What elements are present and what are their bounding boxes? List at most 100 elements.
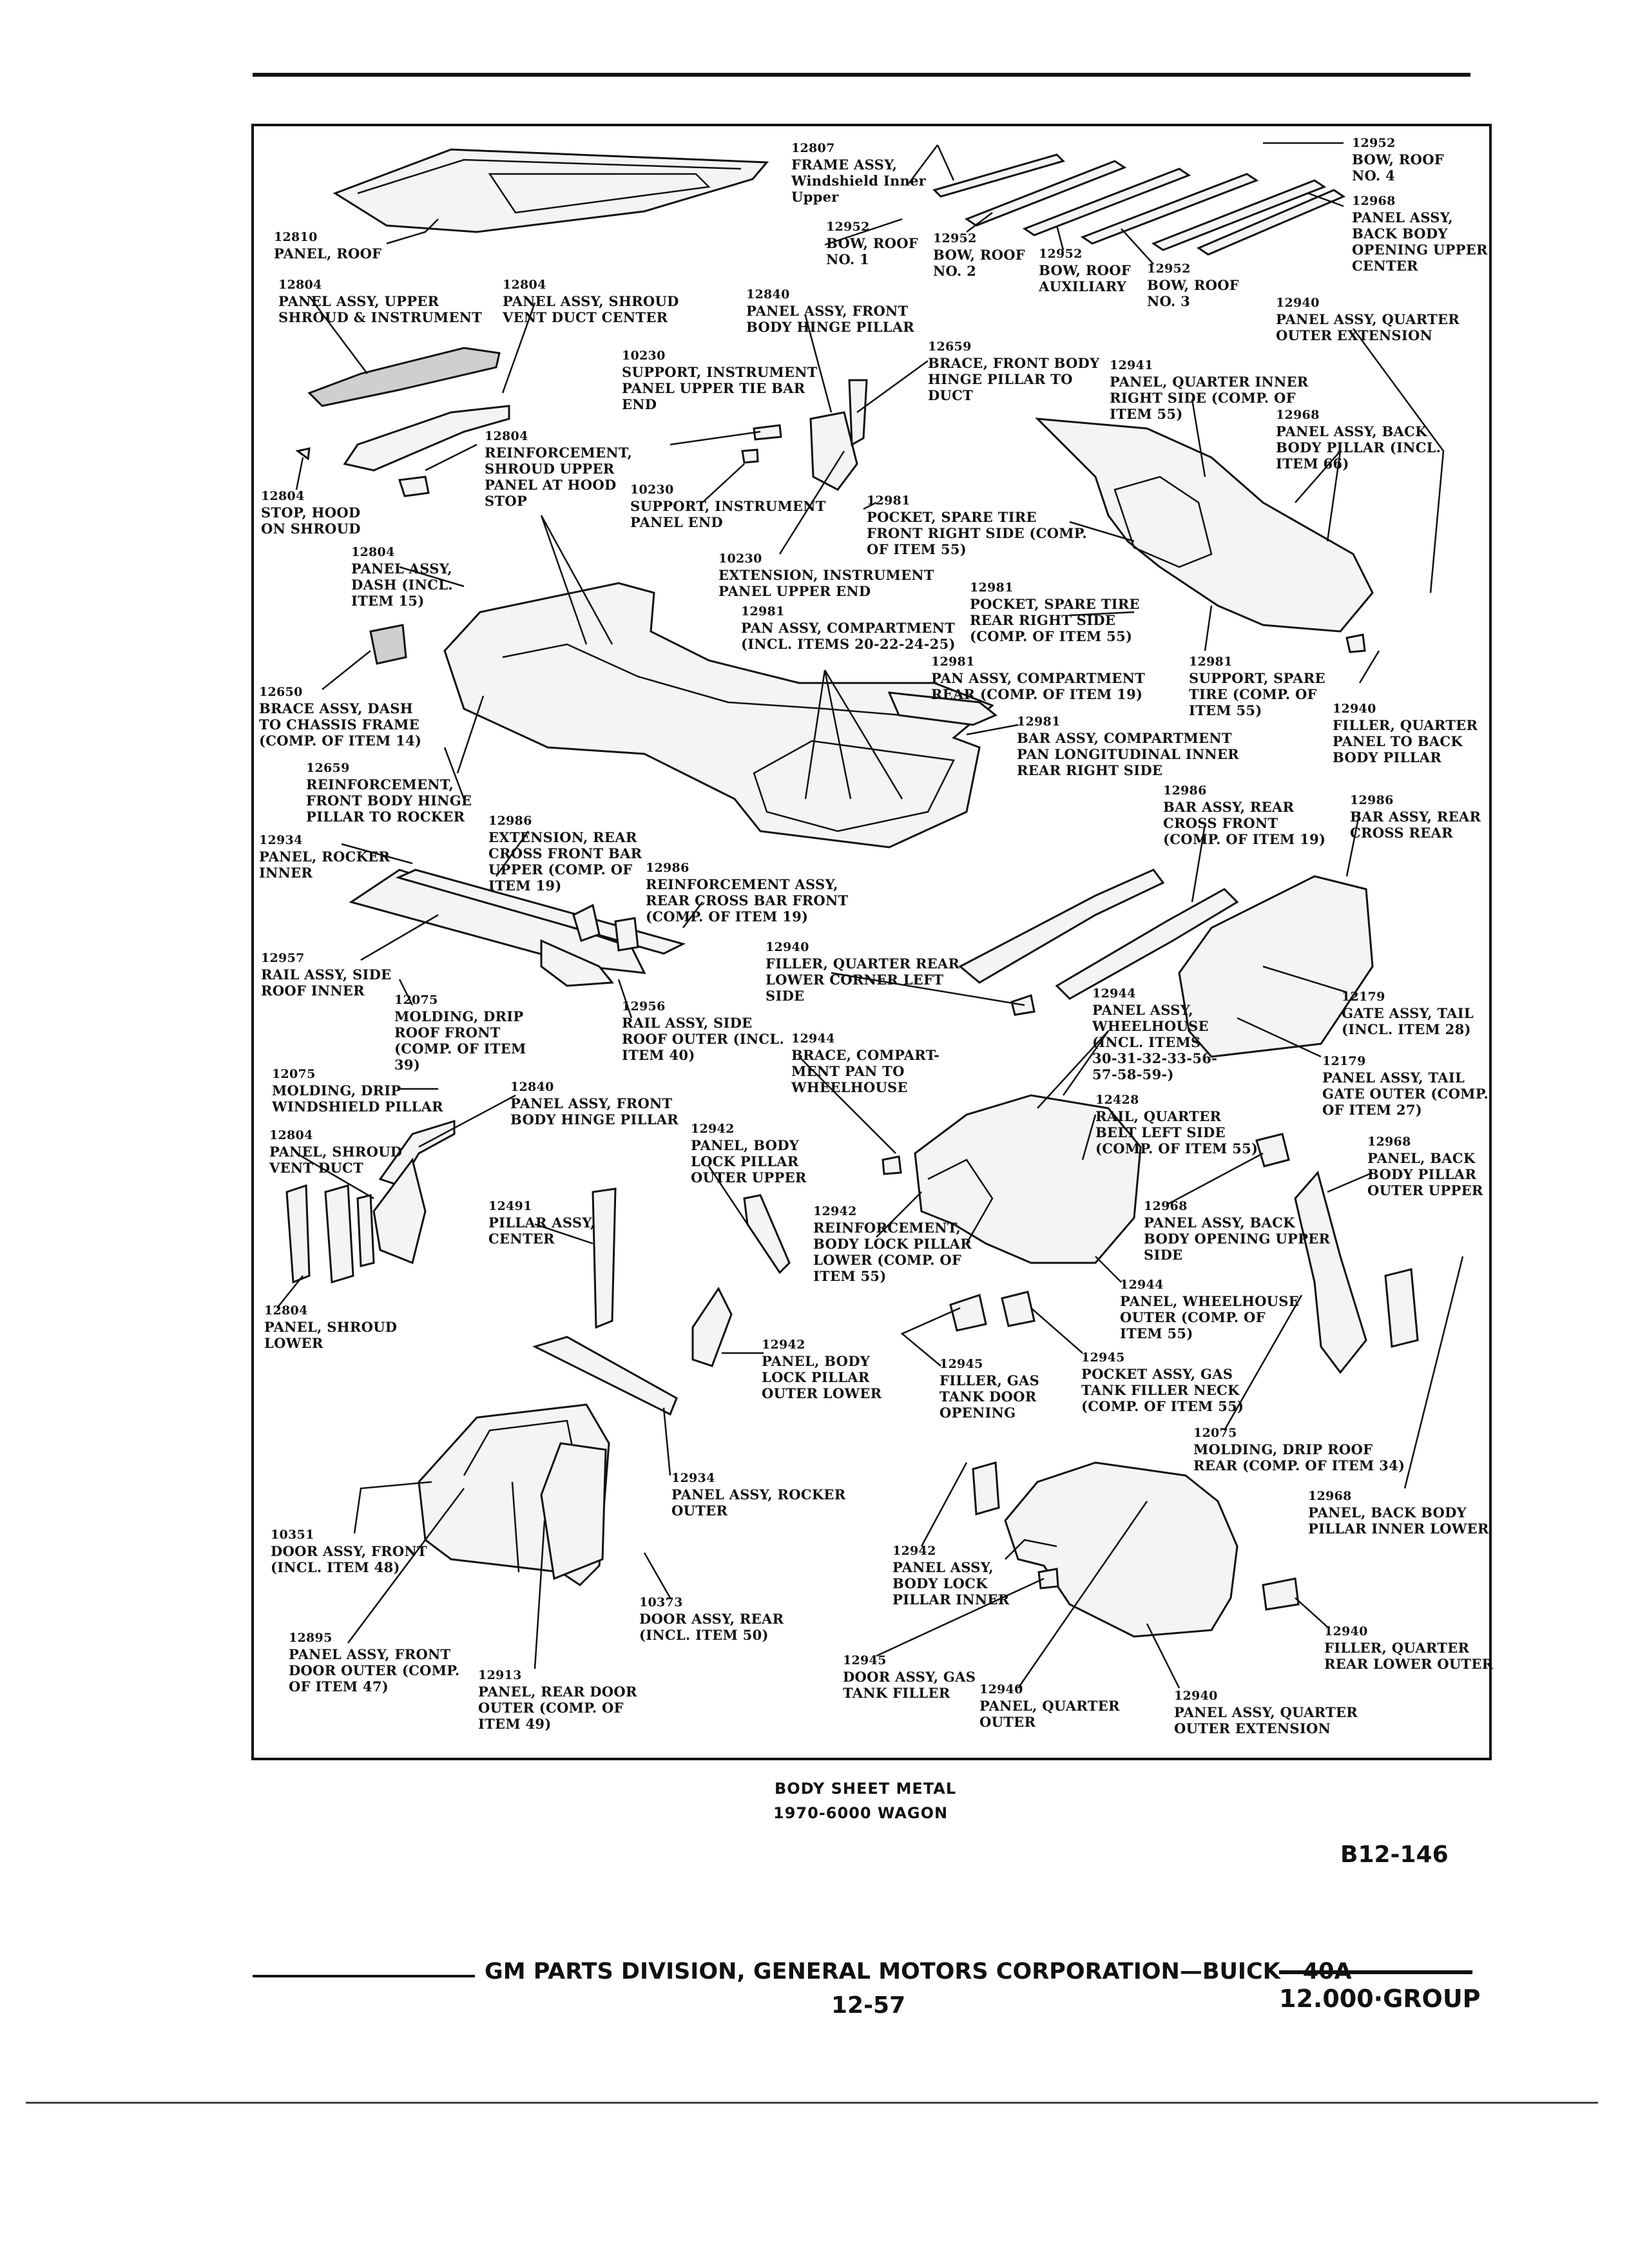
part-number: 12941 — [1110, 358, 1153, 372]
part-description: FILLER, QUARTER REAR LOWER OUTER — [1324, 1640, 1494, 1672]
part-description: RAIL ASSY, SIDE ROOF OUTER (INCL. ITEM 4… — [622, 1015, 785, 1063]
part-number: 10230 — [718, 552, 762, 566]
part-description: GATE ASSY, TAIL (INCL. ITEM 28) — [1342, 1005, 1474, 1037]
part-description: PANEL ASSY, QUARTER OUTER EXTENSION — [1174, 1704, 1358, 1736]
part-description: DOOR ASSY, GAS TANK FILLER — [843, 1669, 976, 1701]
part-description: BAR ASSY, REAR CROSS REAR — [1350, 809, 1481, 841]
roof-panel-drawing — [333, 148, 769, 233]
part-description: SUPPORT, INSTRUMENT PANEL UPPER TIE BAR … — [622, 364, 818, 412]
part-description: REINFORCEMENT, SHROUD UPPER PANEL AT HOO… — [485, 445, 633, 509]
part-number: 12428 — [1095, 1093, 1139, 1107]
part-number: 12804 — [278, 278, 322, 292]
part-description: BOW, ROOF NO. 4 — [1352, 151, 1445, 184]
diagram-frame — [251, 124, 1492, 1760]
part-number: 12952 — [933, 231, 977, 245]
part-description: PANEL, WHEELHOUSE OUTER (COMP. OF ITEM 5… — [1120, 1293, 1300, 1341]
part-number: 12944 — [791, 1032, 835, 1046]
part-number: 12659 — [306, 761, 350, 775]
part-number: 12840 — [510, 1080, 554, 1094]
part-description: REINFORCEMENT, FRONT BODY HINGE PILLAR T… — [306, 776, 472, 825]
part-number: 12804 — [261, 489, 305, 503]
part-description: PANEL, SHROUD VENT DUCT — [269, 1144, 403, 1176]
part-description: FILLER, GAS TANK DOOR OPENING — [940, 1372, 1040, 1421]
part-number: 12944 — [1120, 1278, 1164, 1292]
part-description: PANEL ASSY, UPPER SHROUD & INSTRUMENT — [278, 293, 483, 325]
part-number: 12895 — [289, 1631, 333, 1645]
part-description: PANEL, BODY LOCK PILLAR OUTER UPPER — [691, 1137, 807, 1186]
part-number: 12807 — [791, 141, 835, 155]
part-number: 12952 — [1039, 247, 1083, 261]
roof-rails-drawing — [349, 869, 686, 987]
part-number: 12945 — [940, 1357, 983, 1371]
part-number: 12942 — [813, 1204, 857, 1218]
part-description: PANEL ASSY, BACK BODY OPENING UPPER SIDE — [1144, 1215, 1331, 1263]
part-description: MOLDING, DRIP ROOF FRONT (COMP. OF ITEM … — [394, 1008, 526, 1073]
part-description: RAIL, QUARTER BELT LEFT SIDE (COMP. OF I… — [1095, 1108, 1258, 1157]
part-description: PAN ASSY, COMPARTMENT (INCL. ITEMS 20-22… — [741, 620, 956, 652]
part-number: 12840 — [746, 287, 790, 302]
part-description: DOOR ASSY, FRONT (INCL. ITEM 48) — [271, 1543, 427, 1575]
quarter-outer-drawing — [972, 1461, 1300, 1638]
part-number: 10351 — [271, 1528, 314, 1542]
part-description: EXTENSION, REAR CROSS FRONT BAR UPPER (C… — [488, 829, 642, 894]
part-number: 12942 — [762, 1338, 805, 1352]
part-number: 12934 — [259, 833, 303, 847]
footer-rule-left — [253, 1975, 475, 1977]
page-code: B12-146 — [1340, 1841, 1449, 1868]
part-description: PAN ASSY, COMPARTMENT REAR (COMP. OF ITE… — [931, 670, 1146, 702]
part-description: PANEL ASSY, FRONT DOOR OUTER (COMP. OF I… — [289, 1646, 460, 1695]
part-number: 12986 — [1350, 793, 1394, 807]
part-description: SUPPORT, SPARE TIRE (COMP. OF ITEM 55) — [1189, 670, 1325, 718]
part-number: 12981 — [970, 581, 1014, 595]
part-description: PANEL ASSY, DASH (INCL. ITEM 15) — [351, 561, 453, 609]
part-description: POCKET, SPARE TIRE REAR RIGHT SIDE (COMP… — [970, 596, 1140, 644]
part-number: 12804 — [351, 545, 395, 559]
upper-shroud-drawing — [295, 347, 510, 497]
part-description: BAR ASSY, COMPARTMENT PAN LONGITUDINAL I… — [1017, 730, 1239, 778]
part-description: MOLDING, DRIP ROOF REAR (COMP. OF ITEM 3… — [1193, 1441, 1405, 1474]
part-description: PANEL ASSY, BACK BODY OPENING UPPER CENT… — [1352, 209, 1488, 274]
part-number: 12179 — [1342, 990, 1385, 1004]
part-number: 12804 — [269, 1128, 313, 1142]
part-number: 10373 — [639, 1595, 683, 1610]
top-rule — [253, 73, 1470, 77]
part-description: REINFORCEMENT ASSY, REAR CROSS BAR FRONT… — [646, 876, 849, 925]
part-description: BOW, ROOF NO. 1 — [826, 235, 919, 267]
part-description: BOW, ROOF NO. 2 — [933, 247, 1026, 279]
part-description: FRAME ASSY, Windshield Inner Upper — [791, 157, 927, 205]
part-number: 12986 — [488, 814, 532, 828]
part-number: 12075 — [394, 993, 438, 1007]
part-number: 12650 — [259, 685, 303, 699]
part-description: MOLDING, DRIP WINDSHIELD PILLAR — [272, 1082, 443, 1115]
